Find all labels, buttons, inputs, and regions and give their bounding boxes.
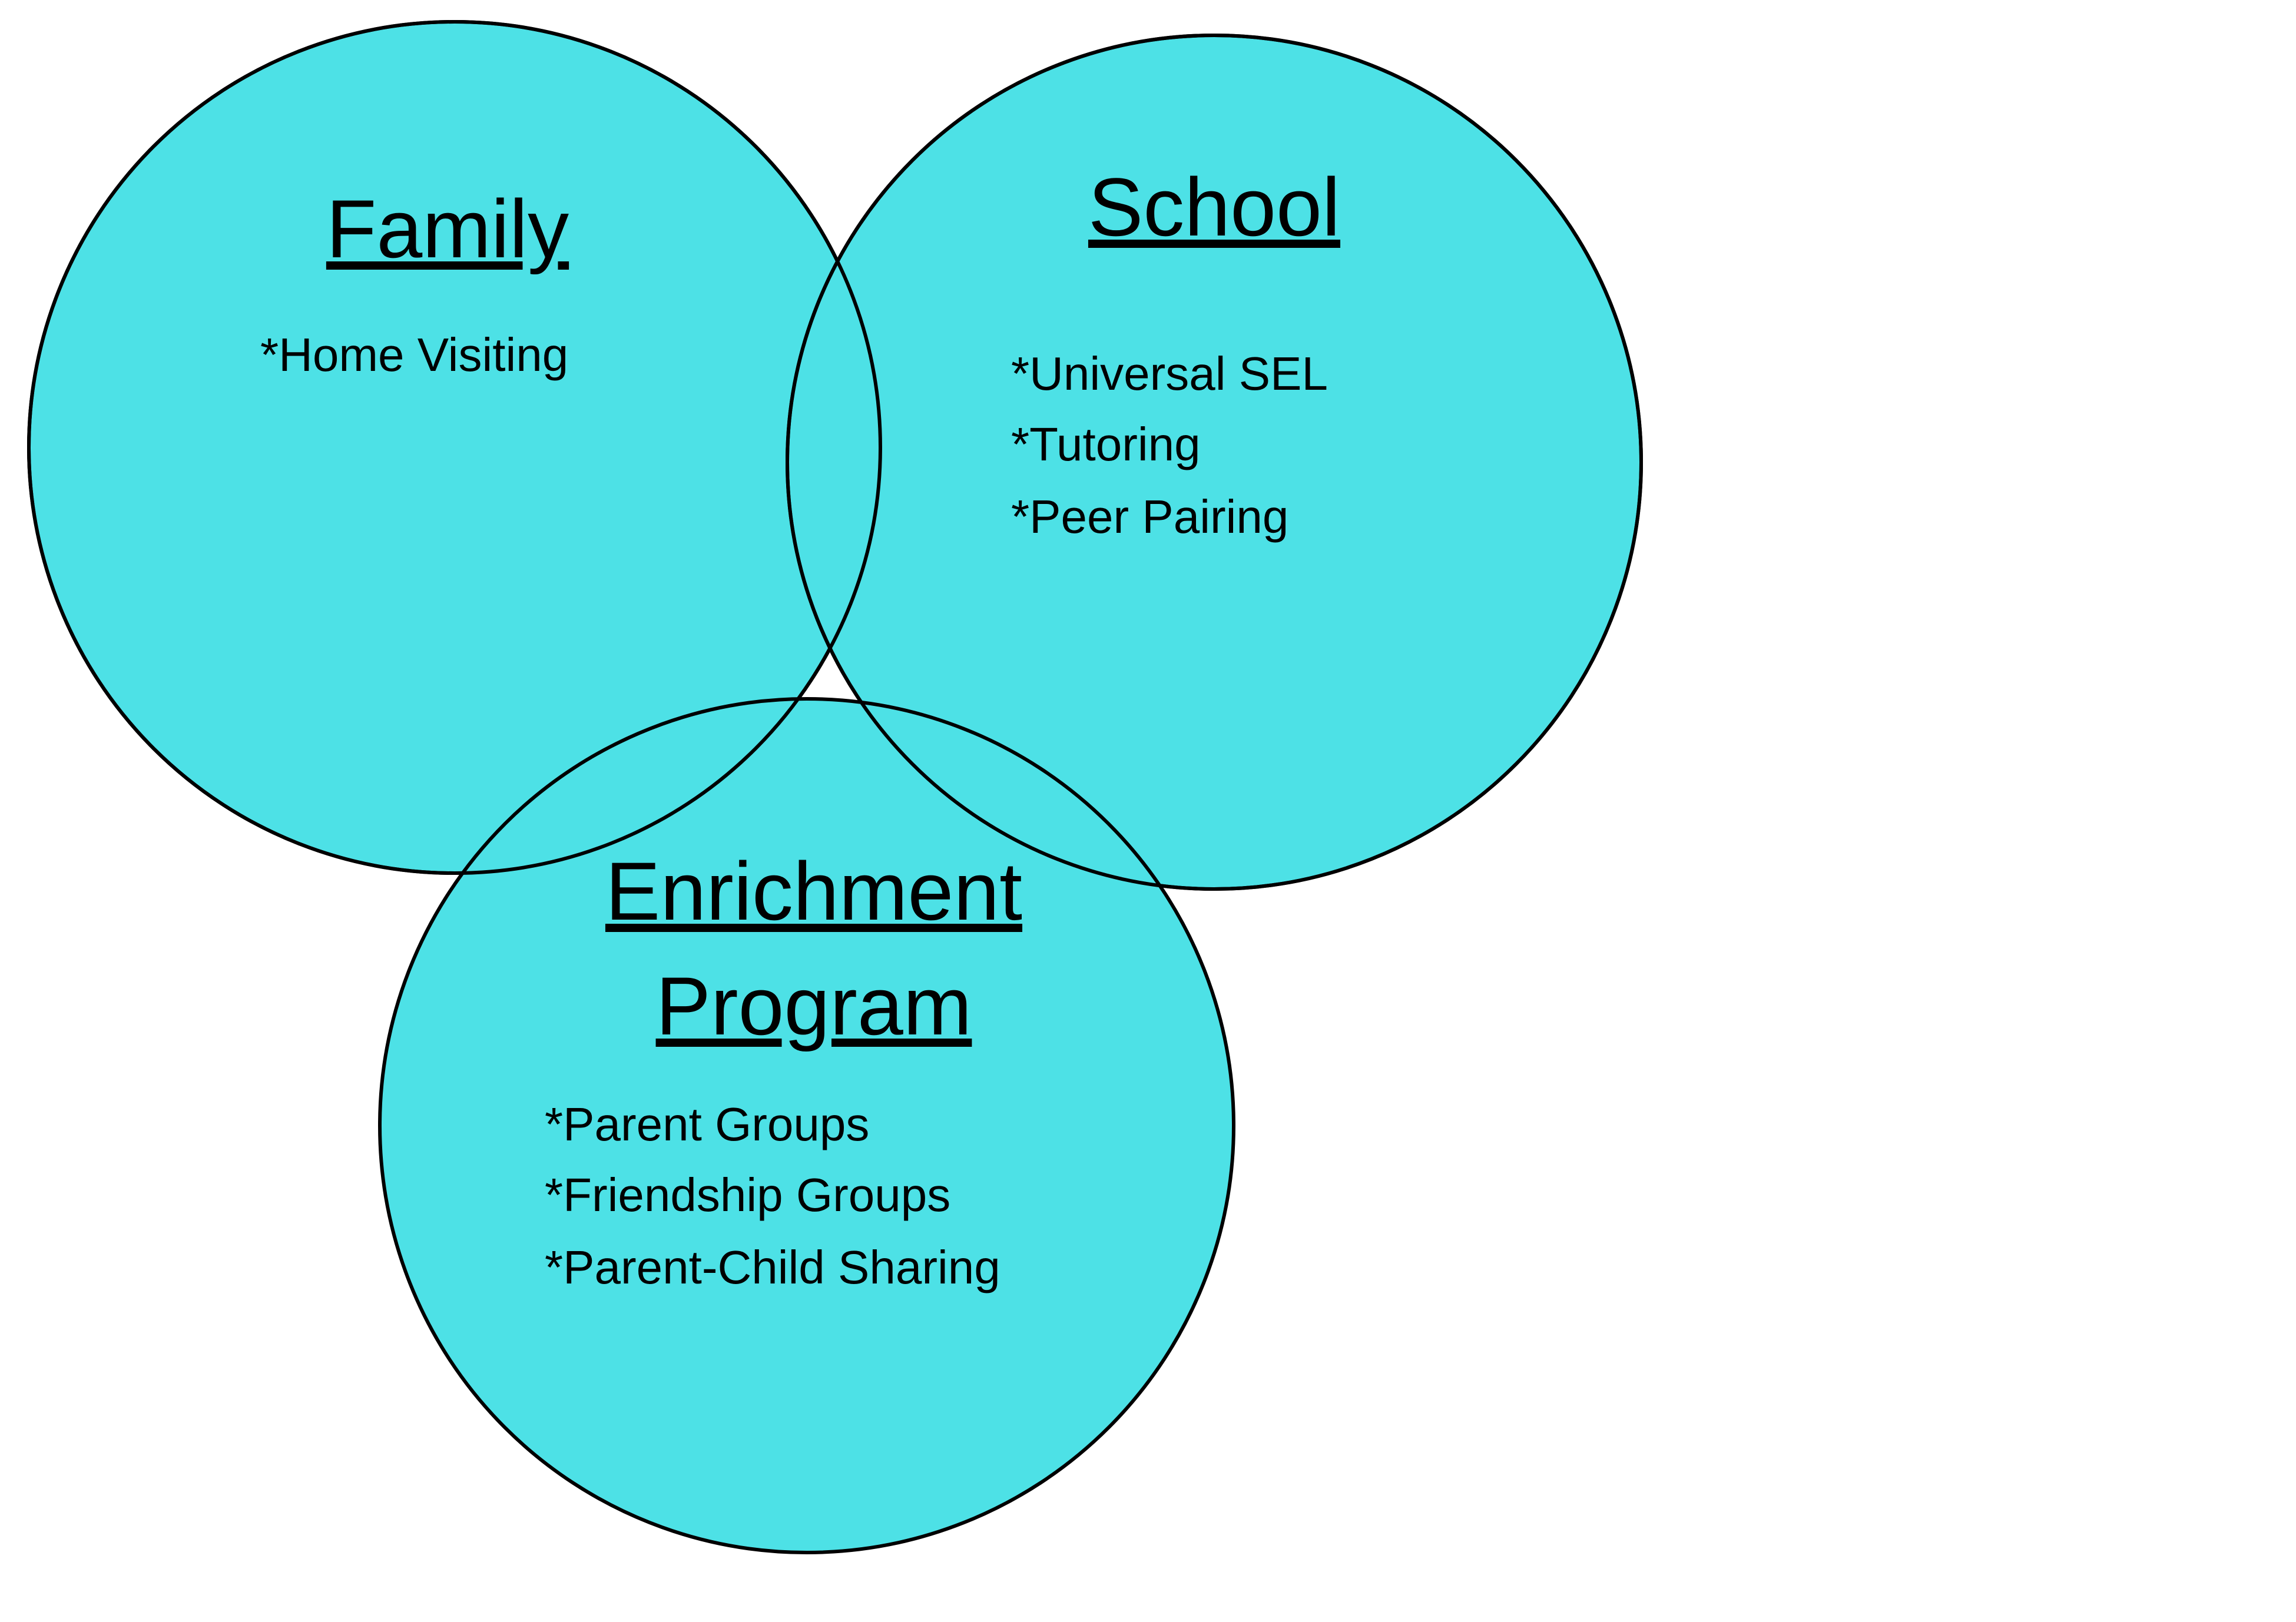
family-title: Family: [326, 183, 569, 275]
school-title: School: [1088, 161, 1340, 253]
family-outline: [27, 20, 882, 875]
school-item: *Tutoring: [1011, 418, 1201, 470]
enrichment-title-line2: Program: [656, 960, 972, 1052]
enrichment-circle: [378, 697, 1235, 1554]
enrichment-title-line1: Enrichment: [605, 845, 1022, 937]
school-item: *Peer Pairing: [1011, 490, 1288, 543]
enrichment-item: *Friendship Groups: [545, 1169, 950, 1221]
family-item: *Home Visiting: [260, 329, 568, 381]
school-outline: [786, 34, 1643, 891]
enrichment-item: *Parent Groups: [545, 1098, 869, 1150]
school-item: *Universal SEL: [1011, 347, 1328, 400]
enrichment-item: *Parent-Child Sharing: [545, 1241, 1000, 1293]
